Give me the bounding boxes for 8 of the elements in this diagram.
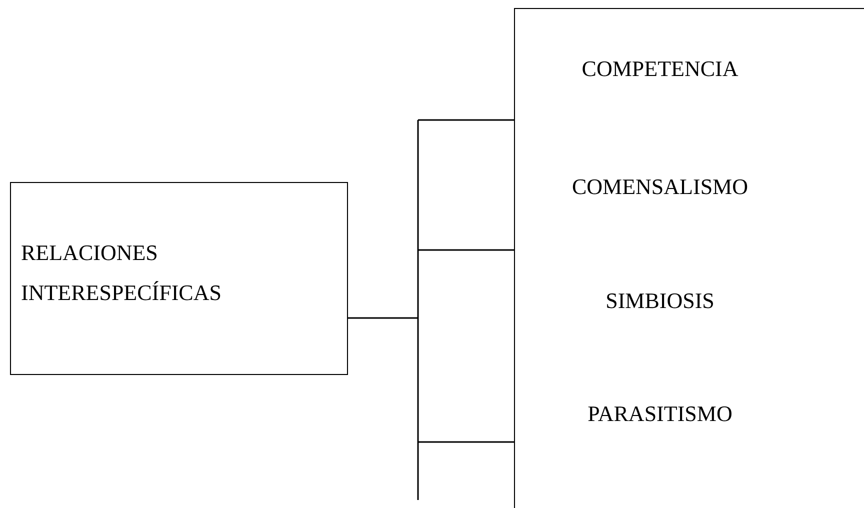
category-label: SIMBIOSIS <box>515 281 805 321</box>
bracket-connector <box>347 119 515 501</box>
category-label: COMPETENCIA <box>515 49 805 89</box>
node-label: RELACIONES INTERESPECÍFICAS <box>21 239 222 307</box>
category-label: COMENSALISMO <box>515 167 805 207</box>
category-label: PARASITISMO <box>515 394 805 434</box>
panel-box <box>514 8 864 508</box>
process-box <box>10 182 348 375</box>
